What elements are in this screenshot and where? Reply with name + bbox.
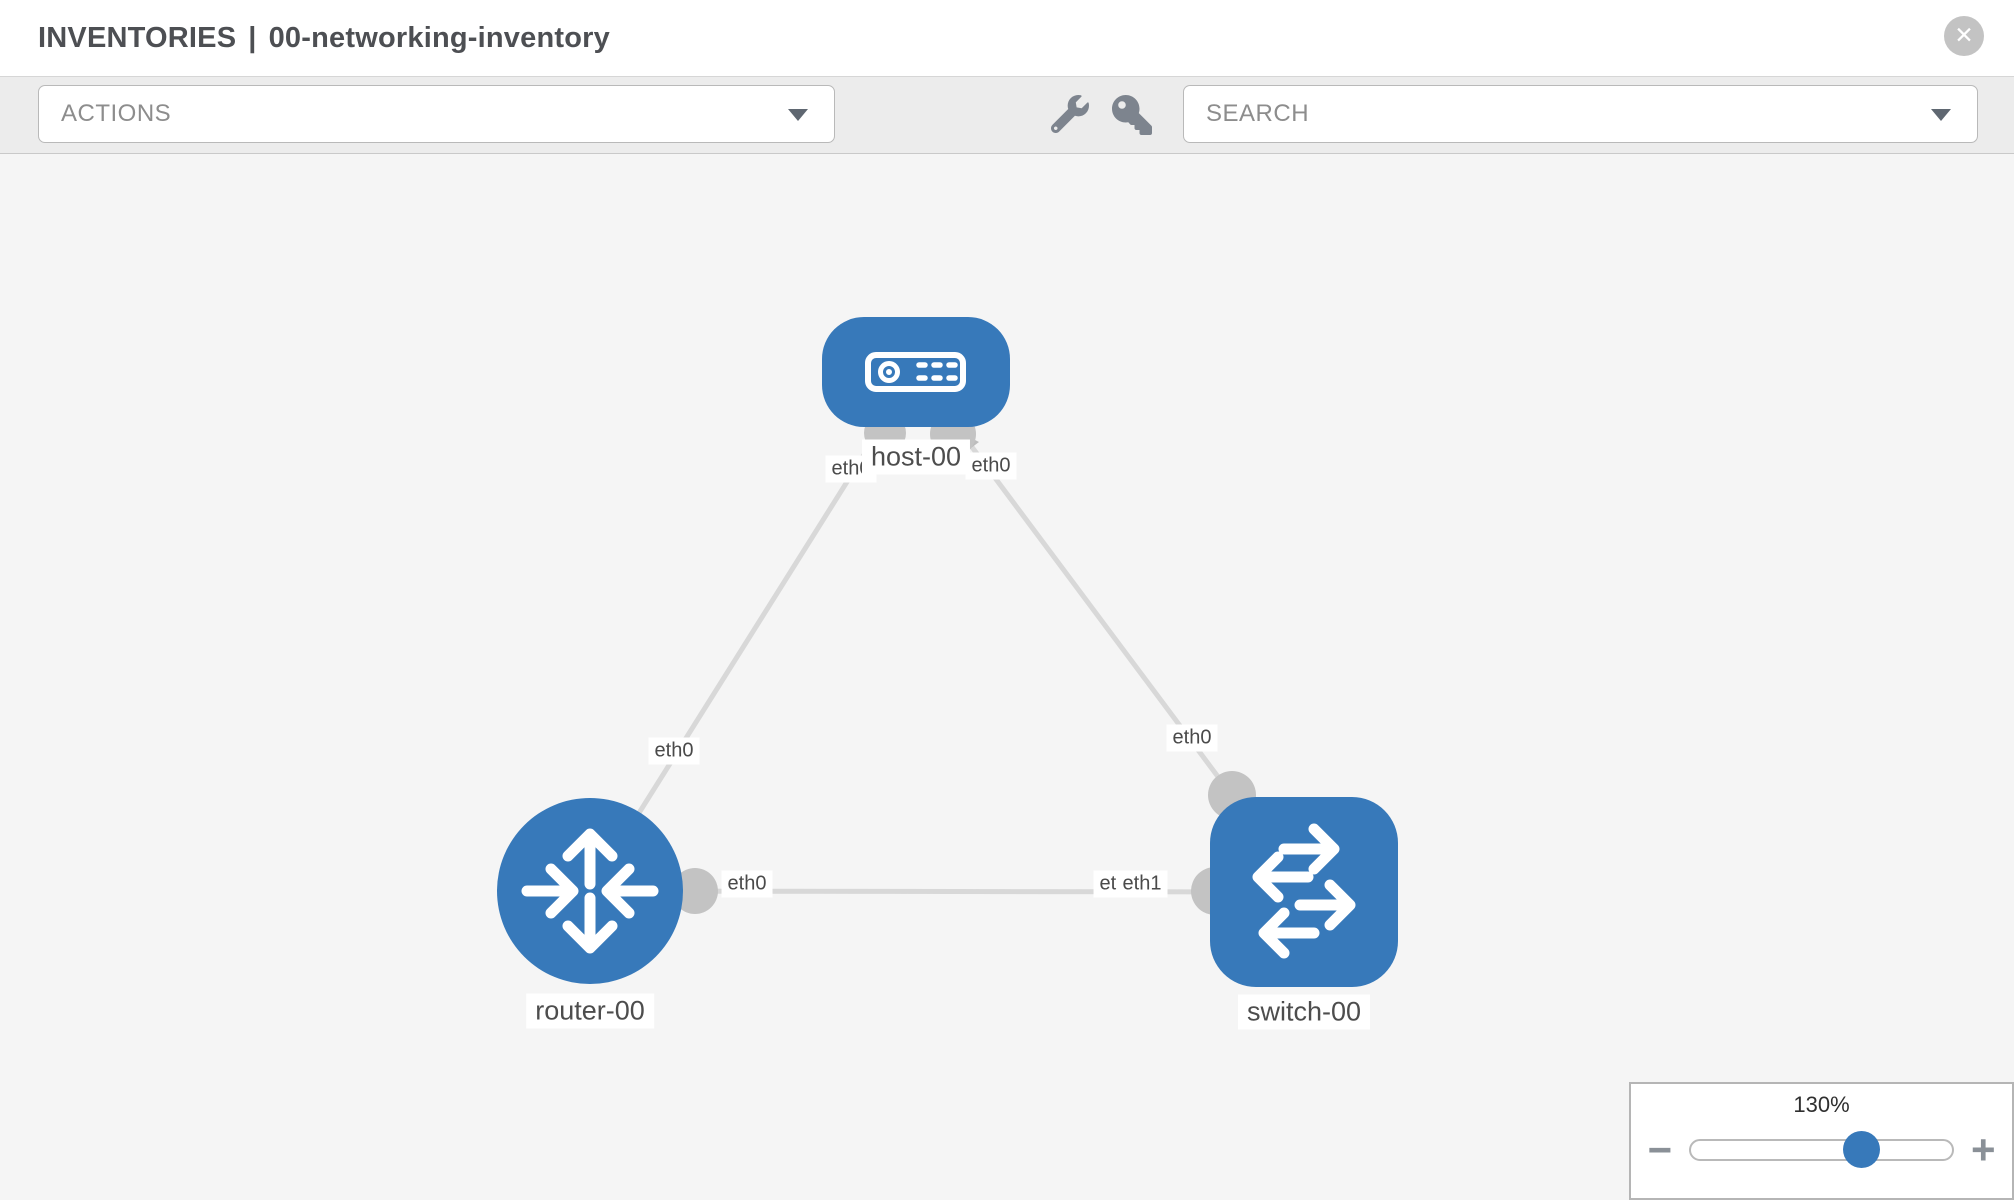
node-label-host: host-00 bbox=[861, 439, 971, 475]
interface-label: eth0 bbox=[648, 737, 700, 765]
zoom-in-button[interactable]: + bbox=[1970, 1126, 1996, 1173]
node-host-00[interactable] bbox=[822, 317, 1010, 427]
zoom-level: 130% bbox=[1793, 1092, 1850, 1117]
switch-icon bbox=[1252, 823, 1356, 959]
interface-label: eth1 bbox=[1116, 870, 1168, 898]
search-dropdown-placeholder: SEARCH bbox=[1206, 100, 1310, 127]
node-label-router: router-00 bbox=[526, 993, 654, 1029]
zoom-out-button[interactable]: − bbox=[1647, 1126, 1673, 1173]
topology-graph bbox=[497, 317, 1398, 987]
wrench-icon[interactable] bbox=[1051, 95, 1089, 133]
interface-label: eth0 bbox=[721, 870, 773, 898]
node-router-00[interactable] bbox=[497, 798, 683, 984]
key-icon[interactable] bbox=[1112, 95, 1152, 135]
header: INVENTORIES | 00-networking-inventory ✕ bbox=[0, 0, 2014, 77]
connector bbox=[672, 868, 718, 914]
chevron-down-icon bbox=[788, 109, 808, 121]
interface-label: eth0 bbox=[965, 452, 1017, 480]
page-title: INVENTORIES | 00-networking-inventory bbox=[38, 0, 610, 76]
node-label-switch: switch-00 bbox=[1237, 994, 1371, 1030]
interface-label: eth0 bbox=[1166, 724, 1218, 752]
zoom-slider-thumb[interactable] bbox=[1842, 1131, 1880, 1168]
actions-dropdown[interactable]: ACTIONS bbox=[38, 85, 835, 143]
close-button[interactable]: ✕ bbox=[1944, 16, 1984, 56]
actions-dropdown-label: ACTIONS bbox=[61, 100, 172, 127]
topology-canvas[interactable]: eth0 eth0 eth0 eth0 eth0 eth1 eth0 host-… bbox=[0, 154, 2014, 1200]
page-title-section: INVENTORIES bbox=[38, 21, 237, 54]
host-icon bbox=[865, 352, 966, 392]
zoom-controls: − + bbox=[1631, 1120, 2012, 1180]
zoom-slider-track[interactable] bbox=[1688, 1131, 1955, 1168]
search-dropdown[interactable]: SEARCH bbox=[1183, 85, 1978, 143]
inventory-name: 00-networking-inventory bbox=[268, 21, 610, 54]
interface-connectors bbox=[672, 411, 1256, 915]
router-icon bbox=[521, 828, 659, 954]
node-switch-00[interactable] bbox=[1210, 797, 1398, 987]
zoom-panel: 130% − + bbox=[1629, 1082, 2014, 1200]
chevron-down-icon bbox=[1931, 109, 1951, 121]
toolbar: ACTIONS SEARCH bbox=[0, 77, 2014, 154]
close-icon: ✕ bbox=[1954, 21, 1974, 48]
interface-label: eth0 bbox=[825, 455, 877, 483]
page-title-separator: | bbox=[248, 21, 257, 54]
